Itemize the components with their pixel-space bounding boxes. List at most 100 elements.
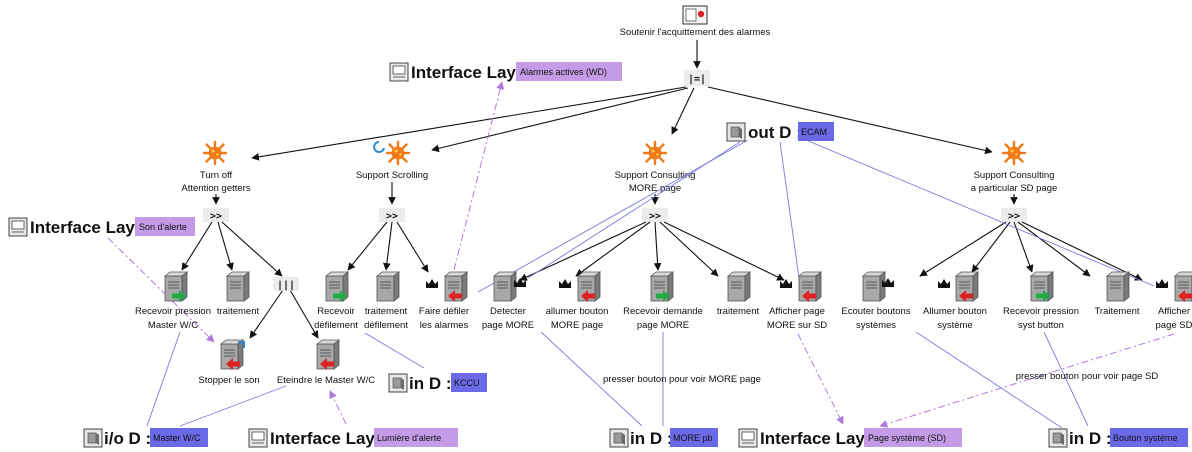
goal-sd-line1: Support Consulting (974, 170, 1055, 181)
task-label: Afficher (1158, 306, 1190, 317)
resource-in-more-pb[interactable]: in D : MORE pb (609, 428, 718, 448)
operator-scrolling-label: >> (386, 211, 398, 222)
edge-label-sd: presser bouton pour voir page SD (1016, 371, 1159, 382)
operator-turn-off-label: >> (210, 211, 222, 222)
task-label: Allumer bouton (923, 306, 987, 317)
task-traitement-2[interactable]: traitement (717, 271, 760, 317)
task-label: Recevoir demande (623, 306, 703, 317)
task-label: Detecter (490, 306, 526, 317)
task-label: systèmes (856, 320, 896, 331)
operator-turn-off[interactable]: >> (203, 208, 229, 222)
task-traitement-defilement[interactable]: traitement défilement (364, 271, 408, 331)
resource-in-kccu[interactable]: in D : KCCU (388, 373, 487, 393)
operator-parallel[interactable]: ||| (273, 277, 299, 291)
task-label: page MORE (482, 320, 534, 331)
resource-tag: Alarmes actives (WD) (520, 67, 607, 77)
task-detecter-more[interactable]: Detecter page MORE (482, 271, 534, 331)
task-label: Recevoir (317, 306, 355, 317)
task-label: Traitement (1094, 306, 1139, 317)
resource-kind: in D : (630, 429, 673, 448)
resource-kind: Interface Lay (760, 429, 865, 448)
goal-more-line2: MORE page (629, 183, 681, 194)
task-ecouter-boutons[interactable]: Ecouter boutons systèmes (841, 271, 911, 331)
goal-turn-off-line1: Turn off (200, 170, 233, 181)
task-label: traitement (217, 306, 260, 317)
task-label: Afficher page (769, 306, 825, 317)
task-stopper-son[interactable]: Stopper le son (198, 339, 260, 386)
task-allumer-systeme[interactable]: Allumer bouton système (923, 271, 987, 331)
task-recevoir-defilement[interactable]: Recevoir défilement (314, 271, 358, 331)
resource-interface-sd[interactable]: Interface Lay Page système (SD) (738, 428, 962, 448)
task-label: MORE sur SD (767, 320, 827, 331)
resource-kind: in D : (1069, 429, 1112, 448)
operator-parallel-label: ||| (277, 280, 295, 291)
resource-kind: out D : (748, 123, 802, 142)
task-recevoir-pression-syst[interactable]: Recevoir pression syst button (1003, 271, 1079, 331)
task-label: défilement (364, 320, 408, 331)
task-label: page SD (1156, 320, 1192, 331)
task-label: Recevoir pression (1003, 306, 1079, 317)
task-traitement-3[interactable]: Traitement (1094, 271, 1140, 317)
device-links (146, 139, 1155, 429)
goal-more[interactable]: Support Consulting MORE page (615, 140, 696, 194)
task-label: Recevoir pression (135, 306, 211, 317)
resource-tag: MORE pb (673, 433, 713, 443)
resource-tag: Master W/C (153, 433, 201, 443)
operator-sd-label: >> (1008, 211, 1020, 222)
operator-more-label: >> (649, 211, 661, 222)
task-recevoir-pression-master[interactable]: Recevoir pression Master W/C (135, 271, 211, 331)
task-allumer-more[interactable]: allumer bouton MORE page (546, 271, 609, 331)
root-task[interactable]: Soutenir l'acquittement des alarmes (620, 5, 771, 38)
task-label: Ecouter boutons (841, 306, 910, 317)
task-label: traitement (365, 306, 408, 317)
resource-out-ecam[interactable]: out D : ECAM (726, 122, 834, 142)
root-label: Soutenir l'acquittement des alarmes (620, 27, 771, 38)
resource-interface-lumiere[interactable]: Interface Lay Lumière d'alerte (248, 428, 458, 448)
resource-kind: in D : (409, 374, 452, 393)
goal-more-line1: Support Consulting (615, 170, 696, 181)
task-eteindre-master[interactable]: Eteindre le Master W/C (277, 339, 375, 386)
resource-kind: Interface Lay (411, 63, 516, 82)
goal-turn-off[interactable]: Turn off Attention getters (181, 140, 251, 194)
interface-links (107, 81, 1175, 428)
task-label: allumer bouton (546, 306, 609, 317)
resource-kind: Interface Lay (270, 429, 375, 448)
task-label: Faire défiler (419, 306, 469, 317)
task-label: Stopper le son (198, 375, 259, 386)
resource-tag: ECAM (801, 127, 827, 137)
operator-sd[interactable]: >> (1001, 208, 1027, 222)
task-afficher-more-sd[interactable]: Afficher page MORE sur SD (767, 271, 827, 331)
resource-tag: Son d'alerte (139, 222, 187, 232)
task-label: Master W/C (148, 320, 198, 331)
resource-interface-son[interactable]: Interface Lay Son d'alerte (8, 217, 195, 237)
refresh-icon (238, 341, 245, 348)
operator-more[interactable]: >> (642, 208, 668, 222)
goal-scrolling[interactable]: Support Scrolling (356, 140, 428, 181)
resource-tag: Lumière d'alerte (377, 433, 441, 443)
task-label: défilement (314, 320, 358, 331)
task-label: page MORE (637, 320, 689, 331)
resource-in-bouton-systeme[interactable]: in D : Bouton système (1048, 428, 1188, 448)
resource-tag: Page système (SD) (868, 433, 946, 443)
resource-tag: KCCU (454, 378, 480, 388)
refresh-icon (373, 141, 385, 153)
edge-label-more: presser bouton pour voir MORE page (603, 374, 761, 385)
task-traitement-1[interactable]: traitement (217, 271, 260, 317)
resource-io-master[interactable]: i/o D : Master W/C (83, 428, 208, 448)
goal-sd-line2: a particular SD page (971, 183, 1058, 194)
task-recevoir-demande-more[interactable]: Recevoir demande page MORE (623, 271, 703, 331)
resource-tag: Bouton système (1113, 433, 1178, 443)
root-edges (251, 40, 993, 161)
goal-turn-off-line2: Attention getters (181, 183, 250, 194)
operator-scrolling[interactable]: >> (379, 208, 405, 222)
resource-kind: i/o D : (104, 429, 151, 448)
task-label: Eteindre le Master W/C (277, 375, 375, 386)
task-label: système (937, 320, 972, 331)
root-operator[interactable]: |=| (684, 70, 710, 86)
task-faire-defiler[interactable]: Faire défiler les alarmes (419, 271, 469, 331)
task-afficher-sd[interactable]: Afficher page SD (1156, 271, 1192, 331)
resource-interface-alarmes[interactable]: Interface Lay Alarmes actives (WD) (389, 62, 622, 82)
goal-scrolling-label: Support Scrolling (356, 170, 428, 181)
goal-sd[interactable]: Support Consulting a particular SD page (971, 140, 1058, 194)
